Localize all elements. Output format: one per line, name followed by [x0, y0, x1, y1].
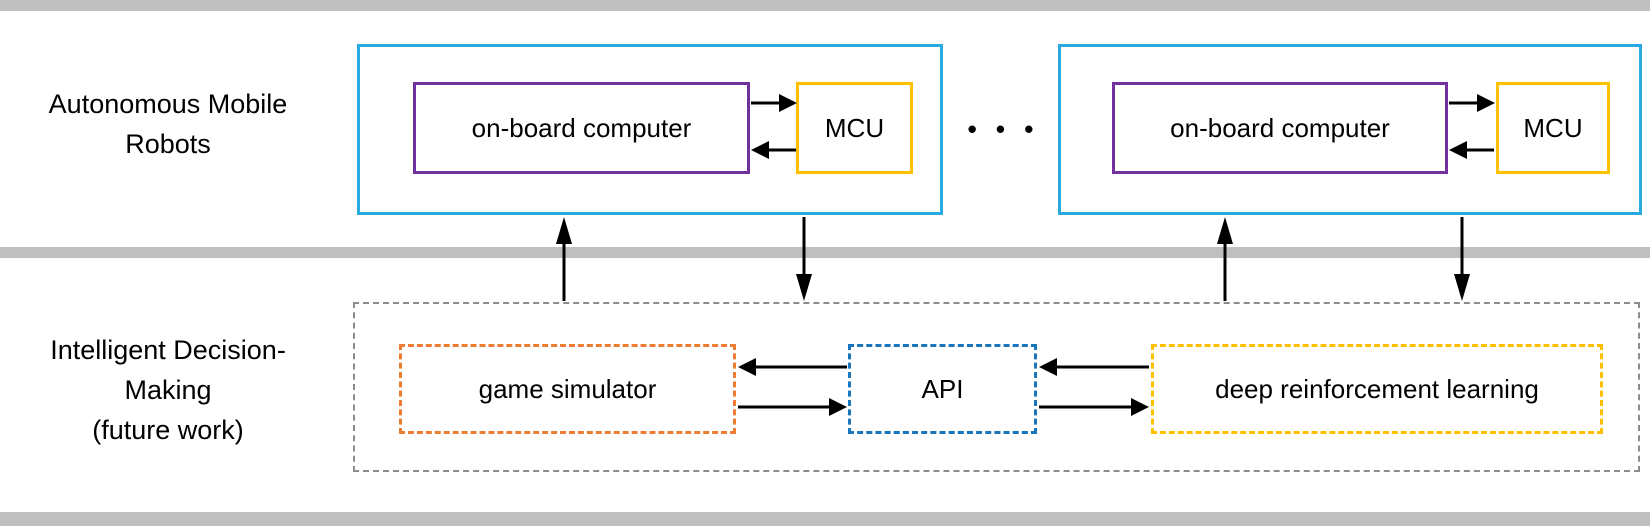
game-simulator-box: game simulator	[399, 344, 736, 434]
decision-making-container	[353, 302, 1640, 472]
middle-separator-bar	[0, 247, 1650, 258]
arrow-decision-to-robot1	[556, 217, 572, 301]
arrow-robot2-to-decision	[1454, 217, 1470, 301]
arrow-robot1-to-decision	[796, 217, 812, 301]
onboard-computer-box-2: on-board computer	[1112, 82, 1448, 174]
mcu-box-2: MCU	[1496, 82, 1610, 174]
onboard-computer-box-1: on-board computer	[413, 82, 750, 174]
api-box: API	[848, 344, 1037, 434]
bottom-separator-bar	[0, 512, 1650, 526]
section-label-autonomous-mobile-robots: Autonomous Mobile Robots	[48, 89, 288, 159]
section-label-intelligent-decision-making: Intelligent Decision- Making (future wor…	[50, 335, 286, 445]
mcu-box-1: MCU	[796, 82, 913, 174]
arrow-decision-to-robot2	[1217, 217, 1233, 301]
robots-ellipsis: • • •	[967, 114, 1040, 144]
deep-reinforcement-learning-box: deep reinforcement learning	[1151, 344, 1603, 434]
top-separator-bar	[0, 0, 1650, 11]
